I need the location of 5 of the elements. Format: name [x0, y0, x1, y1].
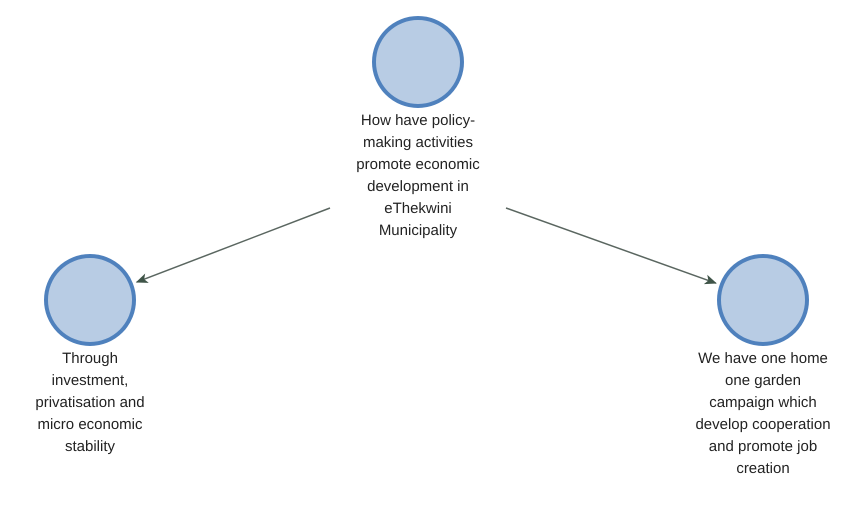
node-text: Through investment, privatisation and micro economic stability [34, 349, 146, 457]
arrow [506, 207, 717, 284]
node-text: We have one home one garden campaign which develop cooperation and promote job creation [694, 349, 832, 479]
node-text: How have policy-making activities promote economic development in eThekwini Municipality [355, 111, 481, 241]
arrow [136, 207, 330, 283]
